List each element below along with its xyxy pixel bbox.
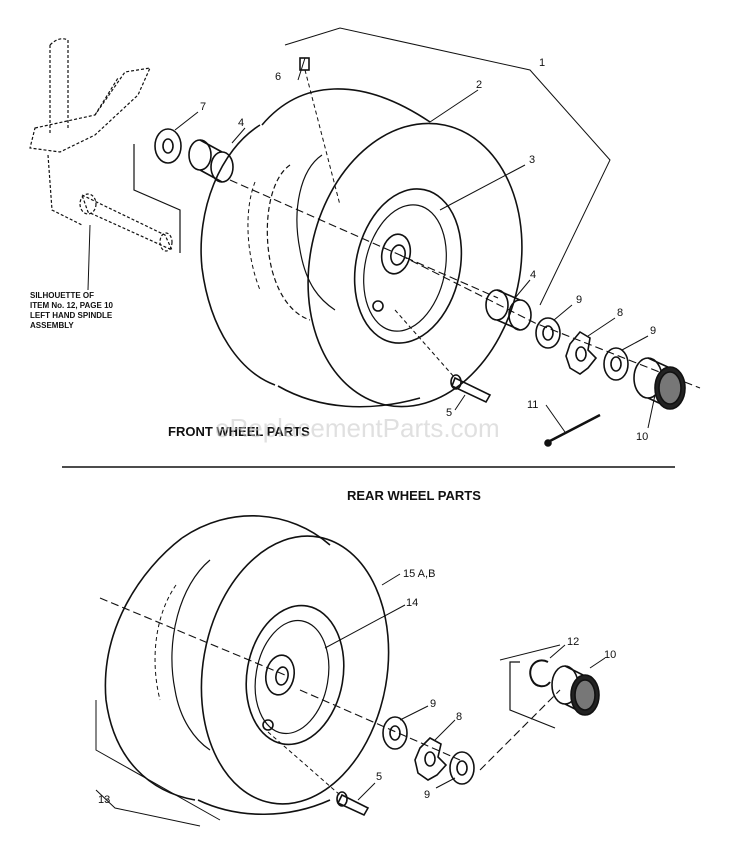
bushing-4-left — [188, 139, 234, 183]
callout-8-rear: 8 — [456, 711, 462, 723]
svg-text:SILHOUETTE OF: SILHOUETTE OF — [30, 291, 94, 300]
callout-13: 13 — [98, 794, 110, 806]
svg-text:ITEM No. 12, PAGE 10: ITEM No. 12, PAGE 10 — [30, 301, 114, 310]
cotter-pin-11 — [544, 413, 601, 447]
hub-cap-10-rear — [551, 665, 600, 716]
spindle-silhouette — [29, 38, 174, 252]
watermark: eReplacementParts.com — [215, 413, 500, 443]
callout-1: 1 — [539, 57, 545, 69]
front-rim — [353, 188, 463, 344]
rear-washer-9-b — [449, 751, 475, 785]
callout-9-rear-a: 9 — [430, 698, 436, 710]
callout-14: 14 — [406, 597, 418, 609]
callout-10-rear: 10 — [604, 649, 616, 661]
valve-stem-5-front — [394, 309, 492, 404]
svg-text:LEFT HAND SPINDLE: LEFT HAND SPINDLE — [30, 311, 113, 320]
callout-9-a: 9 — [576, 294, 582, 306]
callout-3: 3 — [529, 154, 535, 166]
front-callouts: 1 2 3 4 7 6 4 9 8 9 10 11 5 — [200, 57, 656, 443]
callout-10: 10 — [636, 431, 648, 443]
rear-washer-9-a — [382, 716, 408, 750]
front-tire — [200, 88, 523, 408]
callout-15ab: 15 A,B — [403, 568, 435, 580]
valve-stem-5-rear — [267, 731, 370, 817]
callout-9-b: 9 — [650, 325, 656, 337]
grease-fitting-6 — [299, 57, 341, 206]
rear-section-title: REAR WHEEL PARTS — [347, 488, 481, 503]
callout-9-rear-b: 9 — [424, 789, 430, 801]
front-section-title: FRONT WHEEL PARTS — [168, 424, 310, 439]
front-wheel-assembly — [29, 27, 701, 447]
retaining-ring-12 — [529, 659, 551, 688]
rear-star-washer-8 — [414, 737, 448, 781]
rear-leader-lines — [95, 573, 606, 827]
callout-12: 12 — [567, 636, 579, 648]
svg-text:ASSEMBLY: ASSEMBLY — [30, 321, 74, 330]
bushing-4-right — [485, 289, 532, 331]
washer-9-a — [535, 317, 561, 349]
washer-7 — [154, 128, 182, 164]
hub-cap-10-front — [633, 357, 686, 410]
rear-wheel-assembly — [95, 515, 606, 827]
rear-tire — [104, 515, 390, 816]
front-leader-lines — [87, 27, 656, 433]
spindle-note: SILHOUETTE OF ITEM No. 12, PAGE 10 LEFT … — [30, 291, 114, 330]
rear-callouts: 15 A,B 14 12 10 9 8 9 5 13 — [98, 568, 616, 806]
callout-4-right: 4 — [530, 269, 536, 281]
callout-2: 2 — [476, 79, 482, 91]
callout-6: 6 — [275, 71, 281, 83]
callout-5-rear: 5 — [376, 771, 382, 783]
star-washer-8 — [565, 330, 598, 375]
callout-4-left: 4 — [238, 117, 244, 129]
callout-8: 8 — [617, 307, 623, 319]
washer-9-b — [603, 347, 629, 381]
callout-11: 11 — [527, 399, 538, 411]
callout-7: 7 — [200, 101, 206, 113]
rear-rim — [245, 604, 345, 746]
callout-5: 5 — [446, 407, 452, 419]
